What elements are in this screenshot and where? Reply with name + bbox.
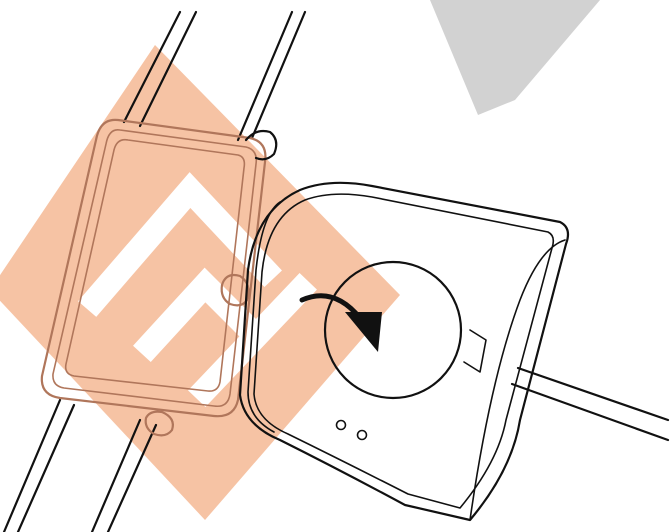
charging-cable xyxy=(512,368,668,440)
dock-notch xyxy=(464,330,486,372)
charging-pin-left xyxy=(337,421,346,430)
xiaomi-logo-watermark xyxy=(0,45,400,520)
gray-background-shape xyxy=(430,0,600,115)
charging-pin-right xyxy=(358,431,367,440)
